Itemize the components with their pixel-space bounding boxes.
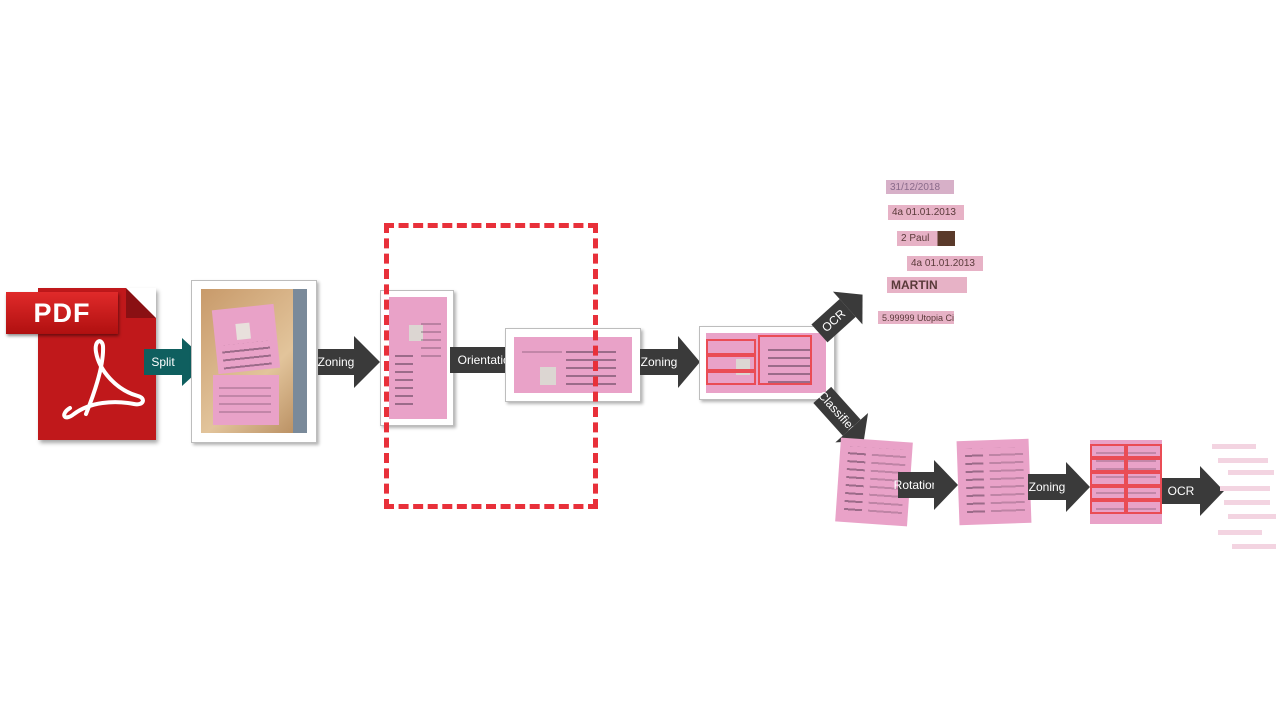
ocr-crop: 31/12/2018 (886, 180, 954, 194)
ocr-output-list (1210, 444, 1280, 554)
ocr-label-top: OCR (818, 306, 849, 335)
ocr-output-crop (1224, 500, 1270, 505)
zoning-label-2: Zoning (640, 355, 678, 369)
zone-box (1090, 472, 1126, 486)
zoning-arrow-2: Zoning (640, 336, 700, 388)
ocr-output-crop (1220, 486, 1270, 491)
zone-box (706, 339, 756, 355)
zone-box (1126, 458, 1162, 472)
rotation-arrow: Rotation (894, 460, 958, 510)
split-label: Split (151, 355, 175, 369)
pdf-file-icon: PDF (4, 286, 160, 446)
zoning-label-1: Zoning (317, 355, 355, 369)
ocr-crop: 2 Paul (897, 231, 955, 246)
zone-box (1090, 486, 1126, 500)
oriented-document-image (505, 328, 641, 402)
ocr-crop: 5.99999 Utopia City (878, 311, 954, 324)
ocr-crop: 4a 01.01.2013 (907, 256, 983, 271)
zone-box (1126, 472, 1162, 486)
ocr-output-crop (1212, 444, 1256, 449)
ocr-label-bottom: OCR (1167, 484, 1195, 498)
orientation-step-highlight (384, 223, 598, 509)
document-photo (201, 289, 307, 433)
zoned-document-image (380, 290, 454, 426)
license-photo-upper (211, 303, 281, 375)
zone-box (706, 355, 756, 371)
zoning-arrow-1: Zoning (318, 336, 380, 388)
ocr-output-crop (1218, 458, 1268, 463)
ocr-output-crop (1228, 514, 1276, 519)
zoned-oriented-document-image (699, 326, 835, 400)
rotation-label: Rotation (893, 478, 939, 492)
zone-box (1090, 444, 1126, 458)
acrobat-logo-icon (62, 339, 145, 420)
zone-grid (1090, 444, 1162, 516)
rotated-document-image (956, 438, 1032, 526)
ocr-output-crop (1218, 530, 1262, 535)
zoning-arrow-3: Zoning (1028, 462, 1090, 512)
zone-box (1126, 500, 1162, 514)
license-photo-lower (213, 375, 279, 425)
zone-box (1126, 486, 1162, 500)
zone-box (1090, 500, 1126, 514)
ocr-crop: MARTIN (887, 277, 967, 293)
zone-box (1090, 458, 1126, 472)
zoning-label-3: Zoning (1028, 480, 1066, 494)
ocr-output-crop (1228, 470, 1274, 475)
zone-box (706, 371, 756, 385)
split-page-image (191, 280, 317, 443)
pdf-corner-fold (126, 288, 156, 318)
zone-box (1126, 444, 1162, 458)
pdf-label: PDF (6, 292, 118, 334)
orientation-label: Orientation (457, 353, 517, 367)
zone-box (758, 335, 812, 385)
ocr-crop: 4a 01.01.2013 (888, 205, 964, 220)
ocr-output-crop (1232, 544, 1276, 549)
ocr-arrow-bottom: OCR (1162, 466, 1224, 516)
